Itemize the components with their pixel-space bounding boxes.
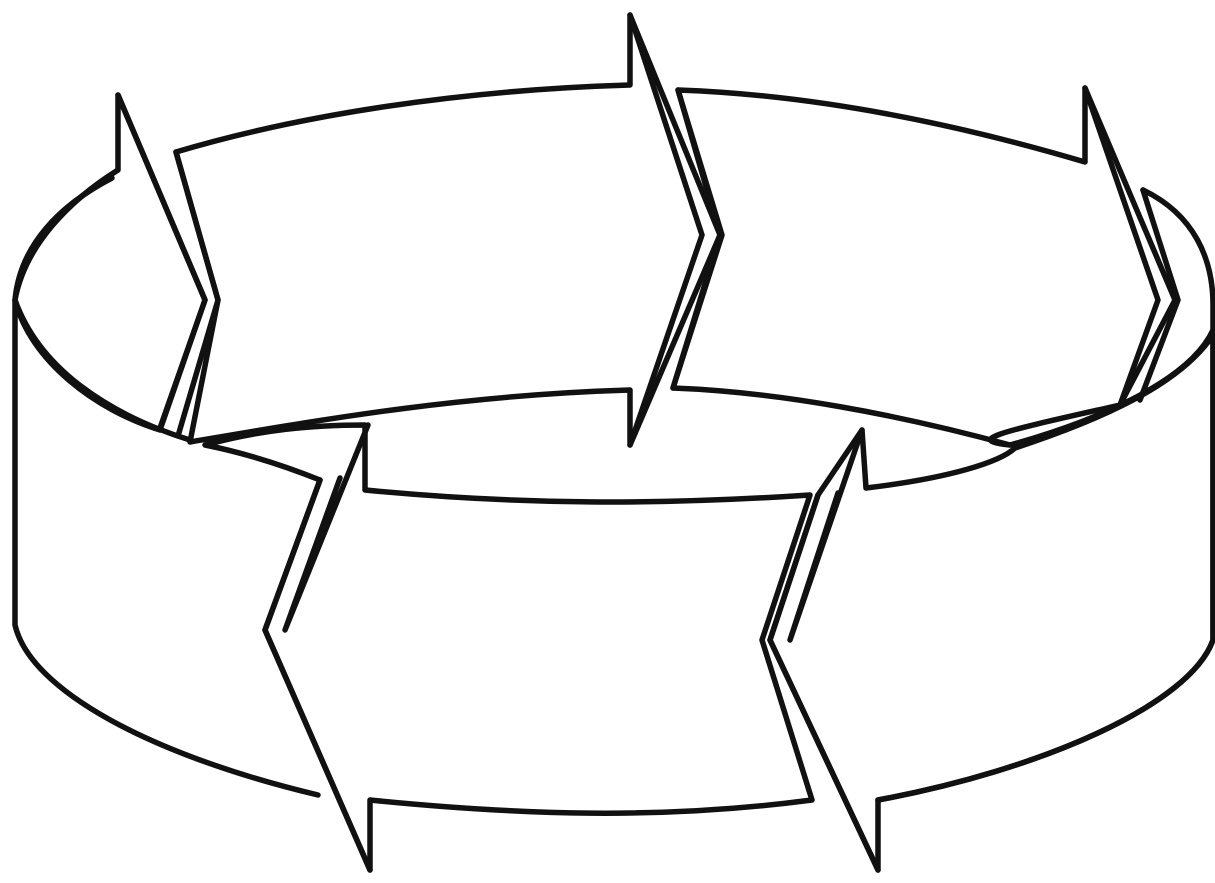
arrow-segment-front-left [205,425,812,870]
segment-outline [205,425,812,870]
band-left-wall [15,178,318,795]
segment-outline [770,335,1213,870]
arrow-segment-back-right [673,88,1175,445]
arrow-segment-back-left [176,15,720,445]
seam-front-right [770,495,878,870]
band-right-wall [878,190,1213,800]
seam-front-right-inner [790,430,862,640]
segment-outline [673,88,1175,445]
seam-front-left-inner [285,425,368,630]
seam-top-center [630,15,702,445]
arrow-segment-front-right [770,335,1213,870]
segment-outline [176,15,720,445]
band-top-inner-rim-right [1010,330,1213,445]
